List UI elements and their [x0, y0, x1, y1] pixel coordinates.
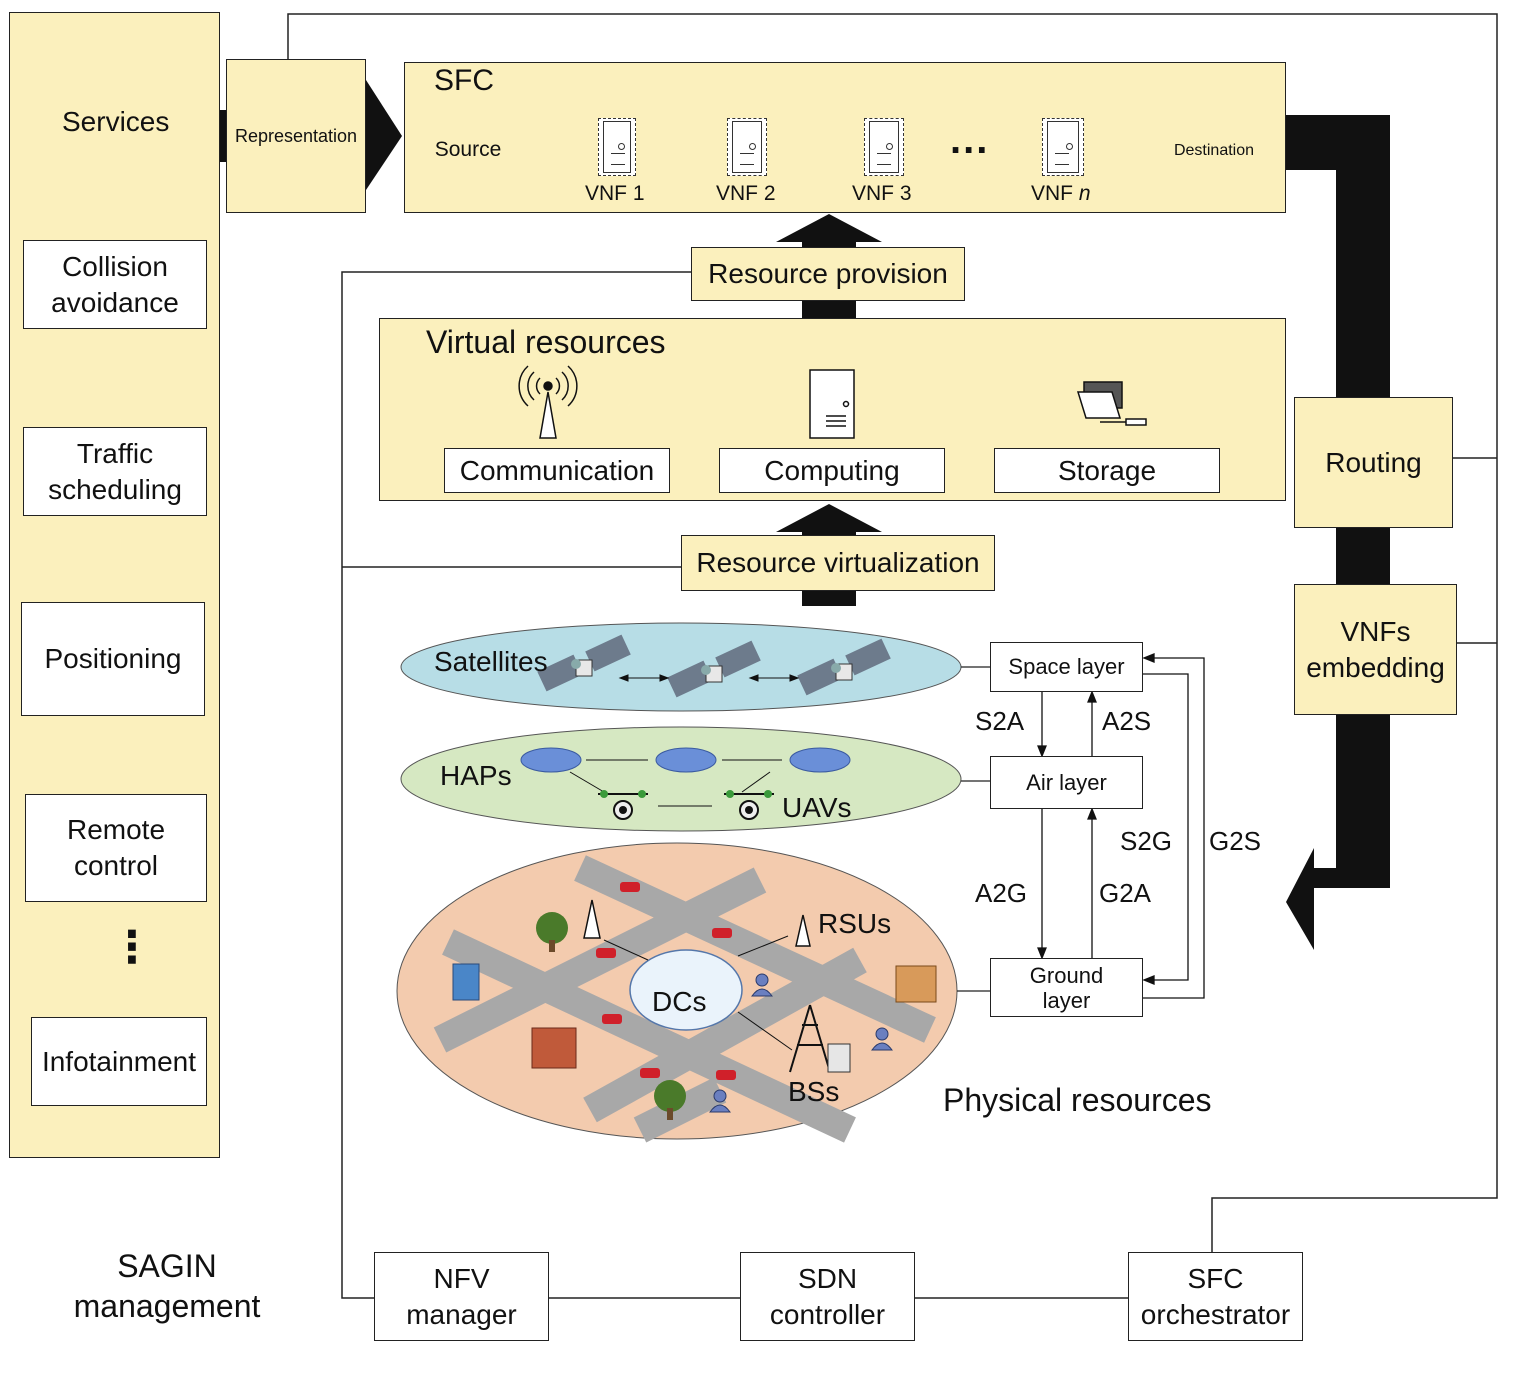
nfv-control-line: [341, 271, 692, 1299]
representation-box: Representation: [226, 59, 366, 213]
vnfs-embedding-box[interactable]: VNFs embedding: [1294, 584, 1457, 715]
uav-icons: [598, 790, 774, 820]
hap-icons: [520, 747, 851, 773]
service-infotainment[interactable]: Infotainment: [31, 1017, 207, 1106]
vnf-1-icon: [598, 118, 636, 176]
resource-provision-box: Resource provision: [691, 247, 965, 301]
computing-box[interactable]: Computing: [719, 448, 945, 493]
rsu-icons: [583, 899, 811, 947]
building-icons: [452, 963, 937, 1073]
sfc-title: SFC: [434, 64, 494, 97]
sfc-orchestrator-box[interactable]: SFC orchestrator: [1128, 1252, 1303, 1341]
source-label: Source: [434, 138, 502, 161]
services-more-ellipsis: ⋮: [110, 923, 154, 972]
routing-box[interactable]: Routing: [1294, 397, 1453, 528]
resource-virtualization-box: Resource virtualization: [681, 535, 995, 591]
destination-label: Destination: [1173, 142, 1255, 159]
vnf-2-icon: [727, 118, 767, 176]
vnf-3-icon: [864, 118, 904, 176]
vnf-n-label: VNF n: [1031, 182, 1091, 205]
representation-arrow-tail: [219, 110, 227, 162]
satellite-icons: [537, 634, 891, 698]
car-icons: [596, 882, 736, 1080]
services-panel: [9, 12, 220, 1158]
dc-cloud: [629, 949, 743, 1031]
representation-arrow-head: [366, 80, 402, 190]
link-a2g: A2G: [975, 878, 1028, 908]
services-title: Services: [62, 106, 170, 137]
haps-label: HAPs: [440, 760, 512, 791]
dcs-label: DCs: [652, 986, 707, 1017]
link-g2s: G2S: [1209, 826, 1262, 856]
road-network: [433, 855, 936, 1143]
link-s2g: S2G: [1120, 826, 1173, 856]
service-traffic-scheduling[interactable]: Traffic scheduling: [23, 427, 207, 516]
user-icons: [709, 973, 893, 1113]
air-layer-box[interactable]: Air layer: [990, 756, 1143, 809]
service-collision-avoidance[interactable]: Collision avoidance: [23, 240, 207, 329]
rsus-label: RSUs: [818, 908, 892, 939]
tree-icons: [536, 912, 686, 1120]
top-control-line: [287, 13, 1498, 1255]
vnf-1-label: VNF 1: [585, 182, 645, 205]
uavs-label: UAVs: [782, 792, 852, 823]
service-remote-control[interactable]: Remote control: [25, 794, 207, 902]
sfc-ellipsis: ...: [950, 118, 990, 162]
vnf-3-label: VNF 3: [852, 182, 912, 205]
link-g2a: G2A: [1099, 878, 1152, 908]
embedding-flow-arrow: [1286, 115, 1390, 950]
link-a2s: A2S: [1102, 706, 1152, 736]
sdn-controller-box[interactable]: SDN controller: [740, 1252, 915, 1341]
satellites-label: Satellites: [434, 646, 548, 677]
sfc-panel: [404, 62, 1286, 213]
sagin-management-title: SAGIN management: [73, 1248, 261, 1324]
storage-box[interactable]: Storage: [994, 448, 1220, 493]
bss-label: BSs: [788, 1076, 840, 1107]
service-positioning[interactable]: Positioning: [21, 602, 205, 716]
communication-box[interactable]: Communication: [444, 448, 670, 493]
nfv-manager-box[interactable]: NFV manager: [374, 1252, 549, 1341]
physical-resources-title: Physical resources: [943, 1082, 1212, 1118]
virtual-resources-title: Virtual resources: [426, 324, 666, 360]
bs-tower-icon: [789, 1004, 831, 1073]
vnf-2-label: VNF 2: [716, 182, 776, 205]
link-s2a: S2A: [975, 706, 1025, 736]
ground-layer-box[interactable]: Ground layer: [990, 958, 1143, 1017]
vnf-n-icon: [1042, 118, 1084, 176]
space-layer-box[interactable]: Space layer: [990, 642, 1143, 692]
